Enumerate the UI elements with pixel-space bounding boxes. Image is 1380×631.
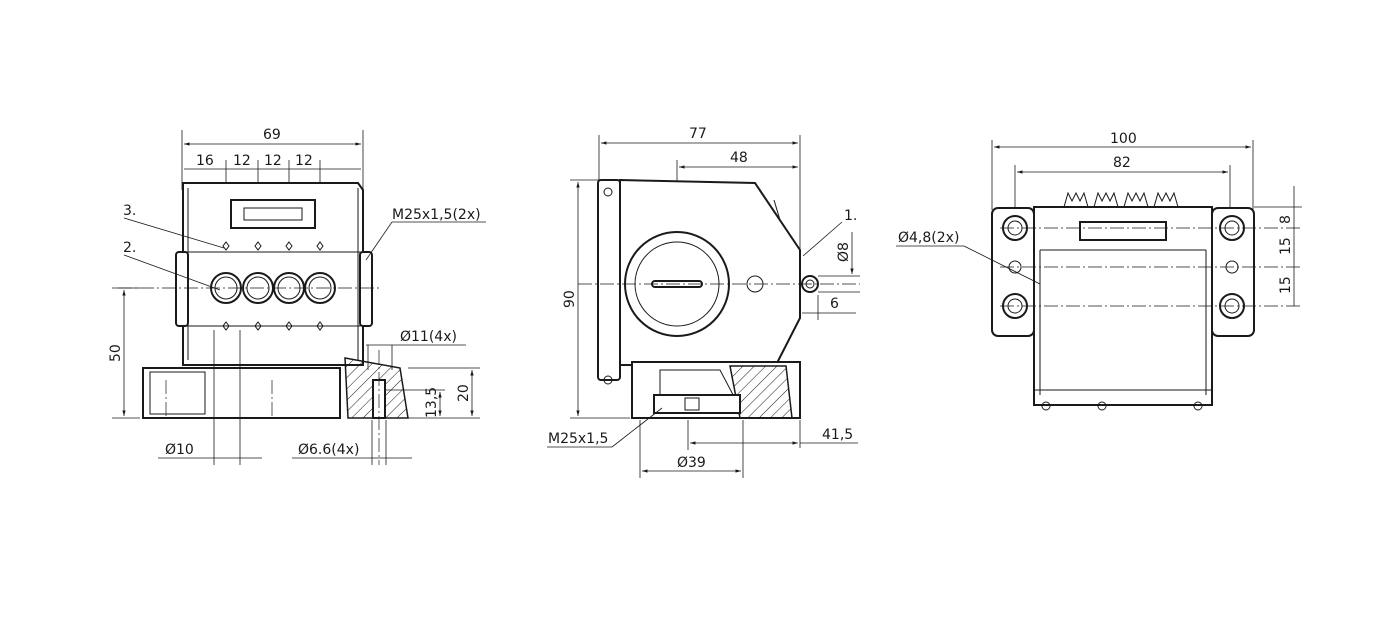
dim-front-69: 69 — [263, 127, 281, 143]
dim-side-77: 77 — [689, 126, 707, 142]
dim-front-13-5: 13,5 — [424, 387, 440, 418]
dim-front-12a: 12 — [233, 153, 251, 169]
front-thread-label: M25x1,5(2x) — [392, 207, 481, 223]
dim-side-pin8: Ø8 — [836, 242, 852, 262]
dim-front-12c: 12 — [295, 153, 313, 169]
dim-right-15a: 15 — [1278, 237, 1294, 255]
side-view: 77 48 90 1. Ø8 — [547, 126, 860, 478]
side-thread-label: M25x1,5 — [548, 431, 608, 447]
callout-2: 2. — [123, 240, 136, 256]
dim-front-50: 50 — [108, 344, 124, 362]
dim-right-hole48: Ø4,8(2x) — [898, 230, 959, 246]
dim-right-82: 82 — [1113, 155, 1131, 171]
dim-side-bore39: Ø39 — [677, 455, 706, 471]
dim-front-20: 20 — [456, 384, 472, 402]
callout-3: 3. — [123, 203, 136, 219]
dim-side-48: 48 — [730, 150, 748, 166]
dim-front-bore66: Ø6.6(4x) — [298, 442, 359, 458]
dim-front-16: 16 — [196, 153, 214, 169]
right-view: 100 82 Ø4,8(2x) — [896, 131, 1302, 411]
dim-right-15b: 15 — [1278, 276, 1294, 294]
dim-front-bore10: Ø10 — [165, 442, 194, 458]
dim-side-6: 6 — [830, 296, 839, 312]
dim-right-100: 100 — [1110, 131, 1137, 147]
dim-front-hole11: Ø11(4x) — [400, 329, 457, 345]
dim-side-41-5: 41,5 — [822, 427, 853, 443]
dim-side-90: 90 — [562, 290, 578, 308]
front-view: 69 16 12 12 12 — [108, 127, 486, 465]
callout-1: 1. — [844, 208, 857, 224]
dim-right-8: 8 — [1278, 215, 1294, 224]
dim-front-12b: 12 — [264, 153, 282, 169]
